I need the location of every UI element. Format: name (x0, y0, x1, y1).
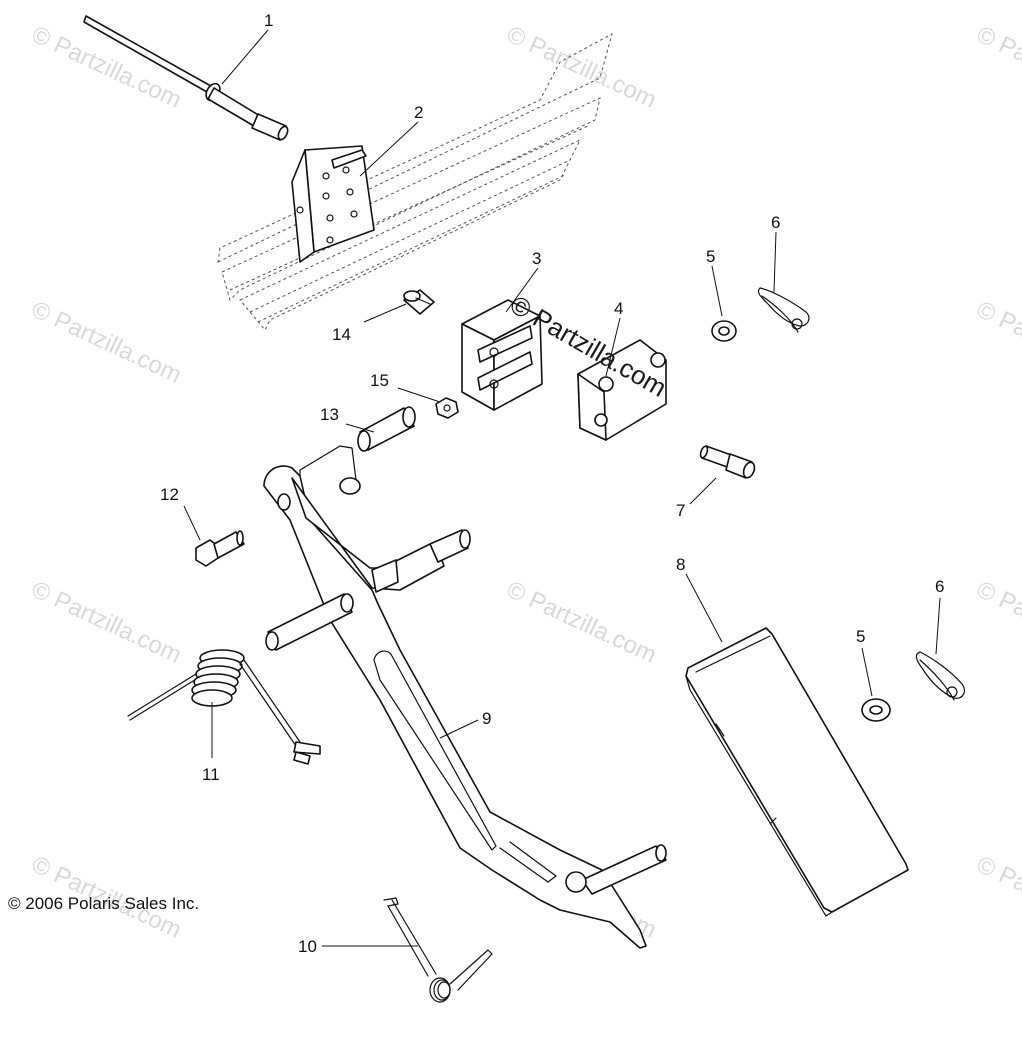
watermark-tile: © Partzilla.com (27, 576, 185, 669)
callout-6: 6 (771, 213, 780, 232)
callout-1: 1 (264, 11, 273, 30)
callout-8: 8 (676, 555, 685, 574)
watermark-layer: © Partzilla.com © Partzilla.com © Partzi… (27, 21, 1022, 944)
callout-5-lower: 5 (856, 627, 865, 646)
watermark-tile: © Partzilla.com (27, 296, 185, 389)
part-10-small-spring (383, 897, 493, 1003)
watermark-tile: © Partzilla.com (972, 576, 1022, 669)
leader-lines (183, 29, 941, 947)
part-13-bushing (357, 406, 416, 452)
callout-3: 3 (532, 249, 541, 268)
callout-7: 7 (676, 501, 685, 520)
callout-12: 12 (160, 485, 179, 504)
part-8-pedal-pad (685, 627, 909, 917)
watermark-tile: © Partzilla.com (972, 296, 1022, 389)
part-2-frame-bracket (217, 33, 613, 331)
part-15-nut (435, 397, 459, 419)
callout-4: 4 (614, 299, 623, 318)
part-5-washer-lower (861, 698, 891, 722)
part-6-clip-lower (915, 651, 966, 701)
watermark-tile: © Partzilla.com (502, 21, 660, 114)
callout-5: 5 (706, 247, 715, 266)
callout-10: 10 (298, 937, 317, 956)
part-3-block (461, 299, 543, 411)
callout-6-lower: 6 (935, 577, 944, 596)
part-7-bolt (699, 445, 756, 479)
callout-9: 9 (482, 709, 491, 728)
part-14-flanged-bushing (403, 289, 435, 315)
part-5-washer-upper (711, 320, 737, 342)
callout-13: 13 (320, 405, 339, 424)
part-6-clip-upper (757, 287, 810, 333)
copyright-notice: © 2006 Polaris Sales Inc. (8, 894, 200, 913)
callout-11: 11 (202, 765, 220, 784)
part-11-torsion-spring (127, 649, 321, 765)
part-4-mount-block (577, 339, 667, 441)
callout-2: 2 (414, 103, 423, 122)
part-12-bolt (195, 530, 245, 567)
watermark-tile: © Partzilla.com (502, 576, 660, 669)
callouts: 1 2 3 4 5 6 7 8 9 10 11 12 13 14 15 5 6 (160, 11, 944, 956)
watermark-tile: © Partzilla.com (972, 851, 1022, 944)
callout-14: 14 (332, 325, 351, 344)
part-1-rod (83, 15, 289, 141)
part-9-pedal-arm (263, 445, 667, 949)
watermark-tile: © Partzilla.com (972, 21, 1022, 114)
callout-15: 15 (370, 371, 389, 390)
